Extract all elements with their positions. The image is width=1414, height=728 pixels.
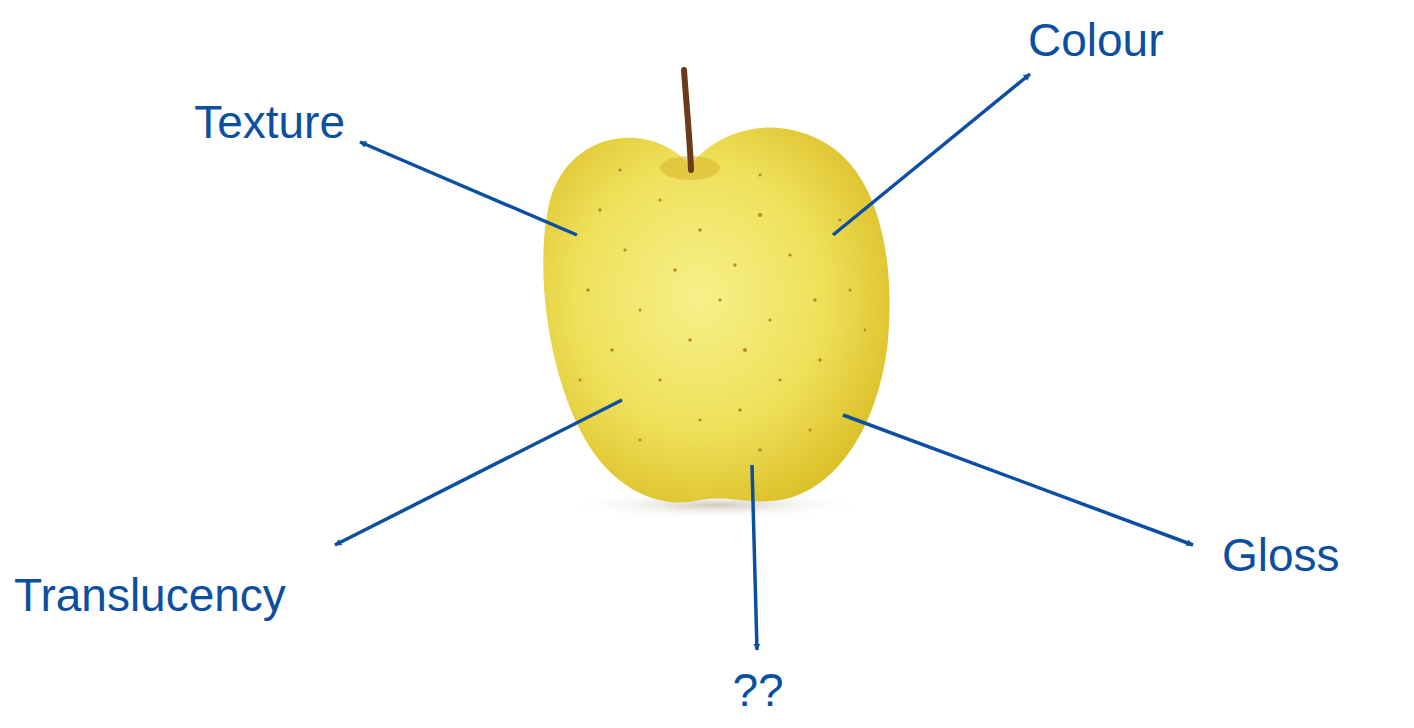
feature-label: Translucency <box>14 569 286 622</box>
leader-arrows <box>335 74 1193 650</box>
feature-label: Gloss <box>1222 529 1340 582</box>
leader-arrow <box>335 400 622 545</box>
leader-arrow <box>833 74 1030 235</box>
feature-label: ?? <box>732 664 783 717</box>
leader-arrow <box>360 142 577 235</box>
apple-stem <box>684 70 691 170</box>
feature-label: Colour <box>1028 14 1164 67</box>
apple-body <box>543 128 889 503</box>
feature-label: Texture <box>194 96 345 149</box>
apple-speckles <box>579 168 867 451</box>
leader-arrow <box>843 415 1193 545</box>
leader-arrow <box>752 465 757 650</box>
